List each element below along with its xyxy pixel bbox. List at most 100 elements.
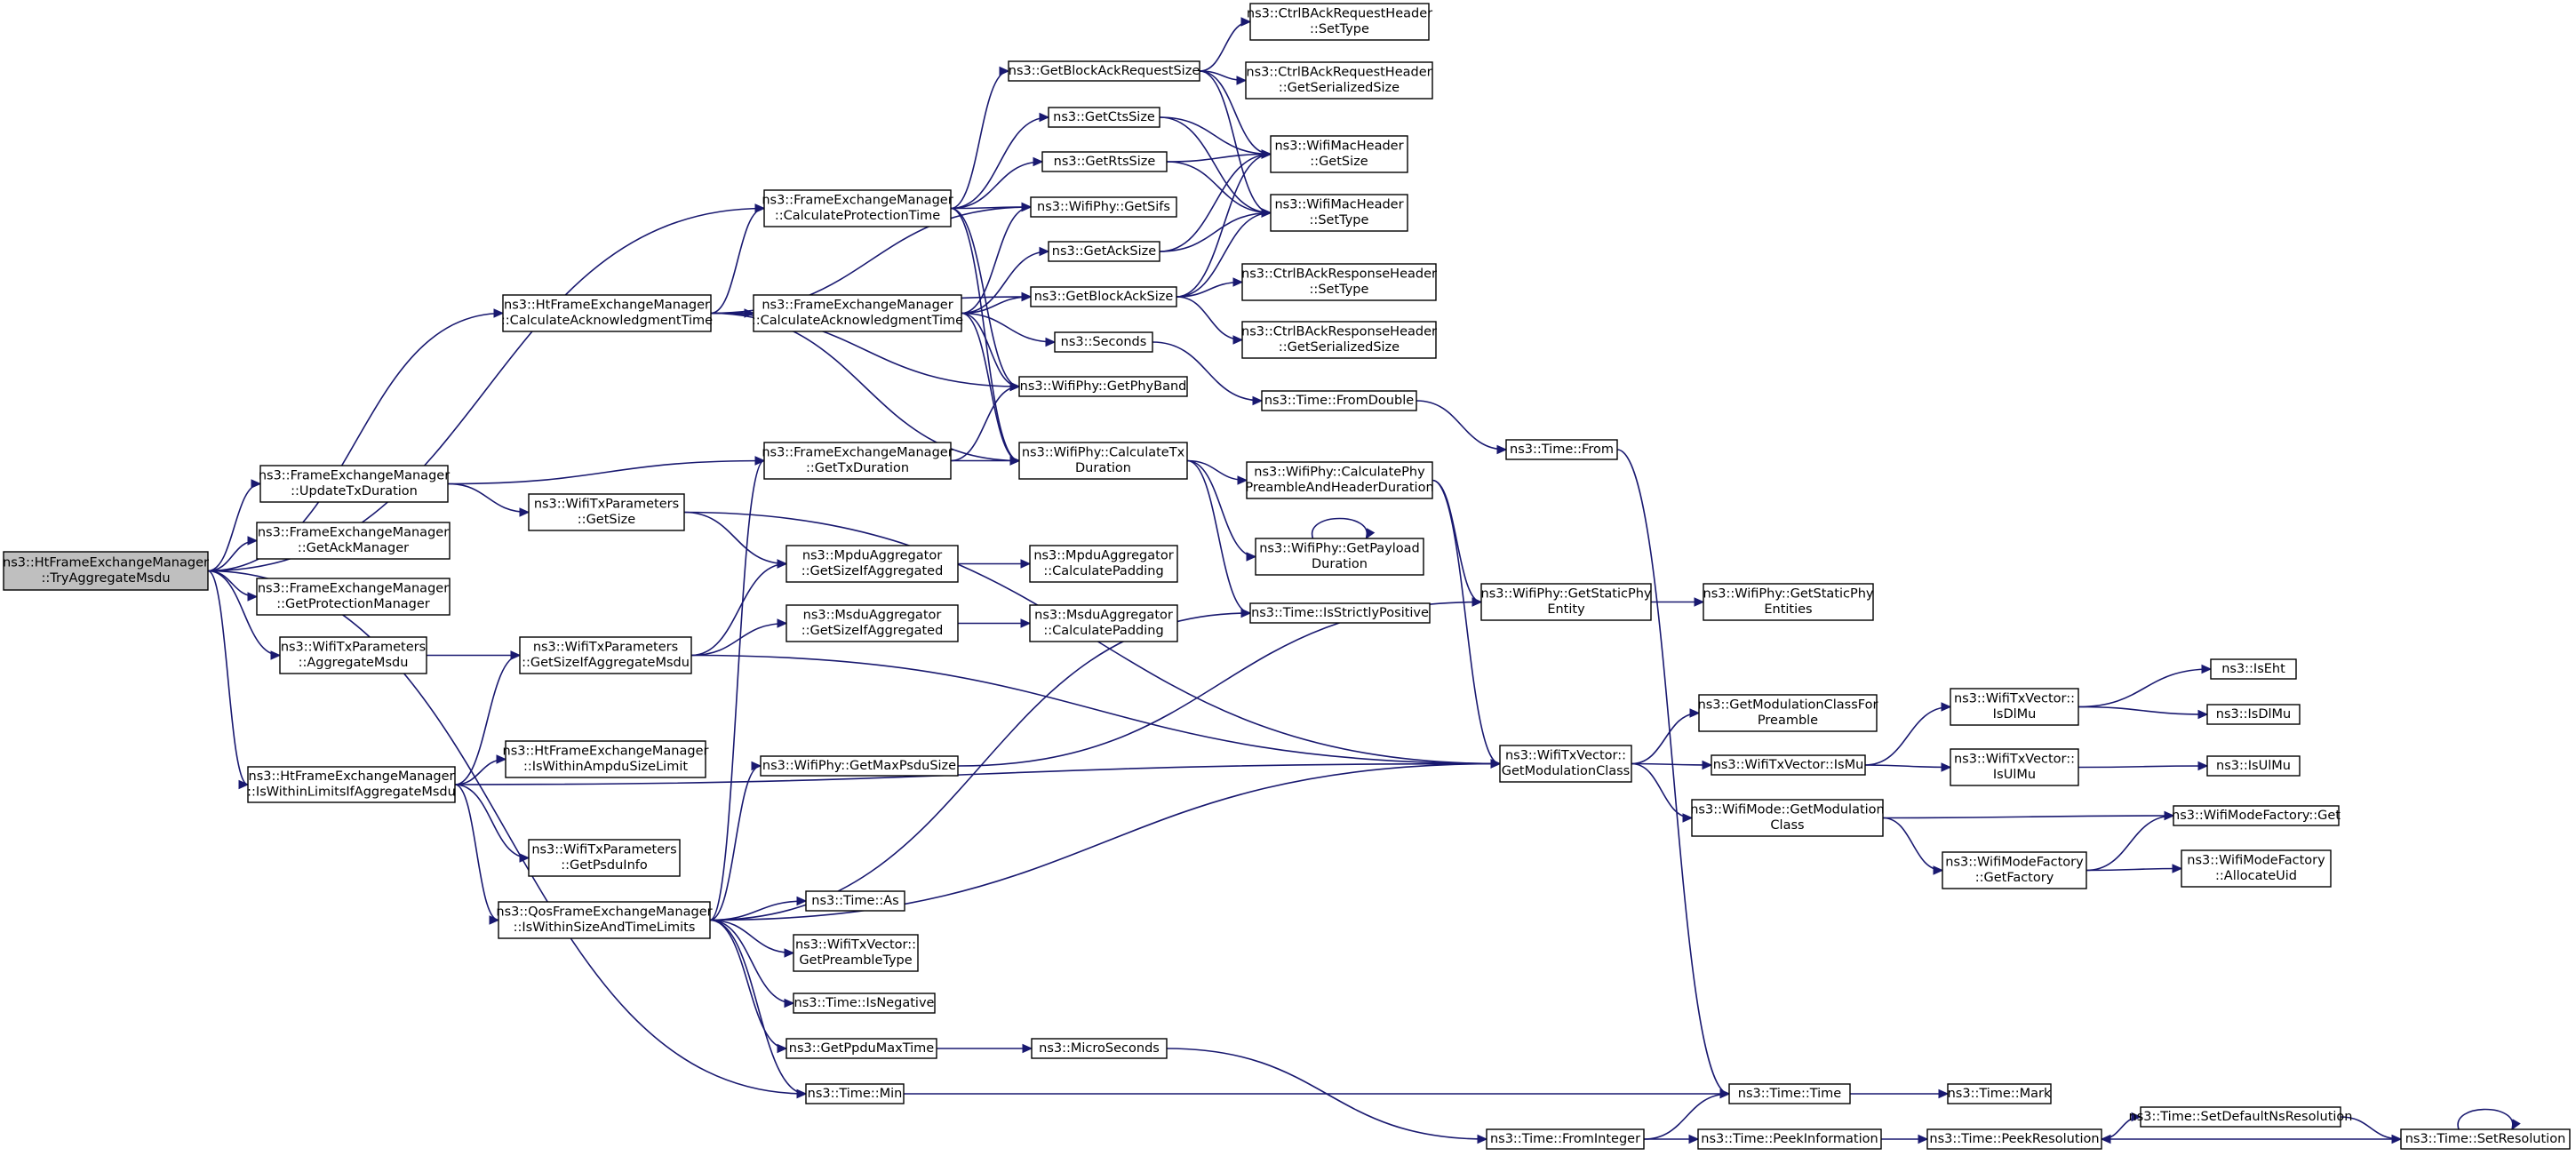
- node-baserial[interactable]: ns3::CtrlBAckResponseHeader::GetSerializ…: [1241, 321, 1437, 359]
- node-getfactory[interactable]: ns3::WifiModeFactory::GetFactory: [1942, 851, 2087, 889]
- node-box-seconds: [1054, 331, 1153, 353]
- edge-isdlmu-to-isdlmu2-arrowhead: [2197, 709, 2209, 720]
- node-getpsduinfo[interactable]: ns3::WifiTxParameters::GetPsduInfo: [528, 839, 681, 877]
- edge-calcphypre-to-staticphy: [1432, 479, 1482, 603]
- node-getbarsize[interactable]: ns3::GetBlockAckRequestSize: [1008, 60, 1200, 82]
- node-getphyband[interactable]: ns3::WifiPhy::GetPhyBand: [1018, 376, 1188, 397]
- node-label-updatetx: ns3::FrameExchangeManager: [259, 469, 450, 483]
- node-barsettype[interactable]: ns3::CtrlBAckRequestHeader::SetType: [1247, 3, 1432, 41]
- node-setres[interactable]: ns3::Time::SetResolution: [2400, 1128, 2571, 1150]
- node-macgetsize[interactable]: ns3::WifiMacHeader::GetSize: [1270, 135, 1408, 173]
- node-setdefres[interactable]: ns3::Time::SetDefaultNsResolution: [2129, 1106, 2353, 1128]
- edge-calcprot-to-getbarsize: [950, 70, 1009, 210]
- edge-getmodclass-to-modegetmod: [1631, 762, 1693, 819]
- node-getctssize[interactable]: ns3::GetCtsSize: [1048, 107, 1160, 128]
- node-basettype[interactable]: ns3::CtrlBAckResponseHeader::SetType: [1241, 263, 1437, 301]
- node-calcprot[interactable]: ns3::FrameExchangeManager::CalculateProt…: [762, 189, 953, 227]
- edge-getfactory-to-modefactget-arrowhead: [2164, 810, 2175, 821]
- node-mpduagg[interactable]: ns3::MpduAggregator::GetSizeIfAggregated: [786, 545, 959, 583]
- node-ismu[interactable]: ns3::WifiTxVector::IsMu: [1711, 754, 1866, 776]
- edge-fecalcack-to-getbasize-arrowhead: [1021, 291, 1033, 302]
- node-box-iseht: [2210, 658, 2297, 680]
- node-isdlmu2[interactable]: ns3::IsDlMu: [2206, 704, 2301, 725]
- node-label-getackmgr: ns3::FrameExchangeManager: [258, 526, 449, 540]
- node-msdupad[interactable]: ns3::MsduAggregator::CalculatePadding: [1029, 604, 1178, 642]
- edge-calcprot-to-getctssize: [950, 116, 1049, 210]
- node-aggmsdu[interactable]: ns3::WifiTxParameters::AggregateMsdu: [279, 636, 427, 674]
- node-allocuid[interactable]: ns3::WifiModeFactory::AllocateUid: [2181, 849, 2332, 888]
- node-withinampdu[interactable]: ns3::HtFrameExchangeManager::IsWithinAmp…: [503, 740, 709, 778]
- node-label-getmodclass: GetModulationClass: [1502, 764, 1630, 778]
- edge-qoswithin-to-timeas-arrowhead: [796, 896, 808, 906]
- node-gettxdur[interactable]: ns3::FrameExchangeManager::GetTxDuration: [762, 442, 953, 480]
- node-updatetx[interactable]: ns3::FrameExchangeManager::UpdateTxDurat…: [259, 465, 450, 503]
- node-microsec[interactable]: ns3::MicroSeconds: [1031, 1038, 1168, 1059]
- node-timemin[interactable]: ns3::Time::Min: [805, 1083, 905, 1104]
- node-qoswithin[interactable]: ns3::QosFrameExchangeManager::IsWithinSi…: [496, 901, 713, 939]
- node-isnegative[interactable]: ns3::Time::IsNegative: [793, 993, 936, 1014]
- node-modefactget[interactable]: ns3::WifiModeFactory::Get: [2172, 805, 2341, 826]
- edge-getbasize-to-macsettype-arrowhead: [1261, 208, 1272, 218]
- node-mpdupad[interactable]: ns3::MpduAggregator::CalculatePadding: [1029, 545, 1178, 583]
- node-macsettype[interactable]: ns3::WifiMacHeader::SetType: [1270, 194, 1408, 232]
- edge-isdlmu-to-iseht-arrowhead: [2201, 664, 2213, 674]
- node-getsizeagg[interactable]: ns3::WifiTxParameters::GetSizeIfAggregat…: [519, 636, 692, 674]
- node-getacksize[interactable]: ns3::GetAckSize: [1048, 241, 1160, 262]
- node-htcalcack[interactable]: ns3::HtFrameExchangeManager::CalculateAc…: [501, 294, 713, 332]
- edge-root-to-getackmgr-arrowhead: [247, 536, 259, 546]
- node-seconds[interactable]: ns3::Seconds: [1054, 331, 1153, 353]
- node-fromdouble[interactable]: ns3::Time::FromDouble: [1261, 390, 1417, 411]
- edge-calcprot-to-getbarsize-arrowhead: [999, 66, 1010, 76]
- node-box-isdlmu2: [2206, 704, 2301, 725]
- node-barserial[interactable]: ns3::CtrlBAckRequestHeader::GetSerialize…: [1245, 61, 1433, 100]
- node-timetime[interactable]: ns3::Time::Time: [1728, 1083, 1851, 1104]
- node-label-msduagg: ::GetSizeIfAggregated: [802, 624, 944, 638]
- edge-microsec-to-fromint-arrowhead: [1477, 1134, 1488, 1144]
- node-label-ismu: ns3::WifiTxVector::IsMu: [1713, 758, 1864, 772]
- node-fecalcack[interactable]: ns3::FrameExchangeManager::CalculateAckn…: [752, 294, 963, 332]
- node-timefrom[interactable]: ns3::Time::From: [1505, 439, 1618, 460]
- node-isdlmu[interactable]: ns3::WifiTxVector::IsDlMu: [1950, 688, 2079, 726]
- node-timeas[interactable]: ns3::Time::As: [805, 890, 905, 912]
- node-label-getrtssize: ns3::GetRtsSize: [1054, 155, 1156, 169]
- node-getprotmgr[interactable]: ns3::FrameExchangeManager::GetProtection…: [256, 578, 451, 616]
- node-withinlimits[interactable]: ns3::HtFrameExchangeManager::IsWithinLim…: [247, 766, 456, 803]
- edge-modegetmod-to-getfactory-arrowhead: [1933, 865, 1944, 875]
- node-label-seconds: ns3::Seconds: [1061, 335, 1147, 349]
- node-fromint[interactable]: ns3::Time::FromInteger: [1486, 1128, 1645, 1150]
- node-getmaxpsdu[interactable]: ns3::WifiPhy::GetMaxPsduSize: [760, 755, 959, 777]
- node-isulmu2[interactable]: ns3::IsUlMu: [2206, 755, 2301, 777]
- node-box-getfactory: [1942, 851, 2087, 889]
- node-box-macgetsize: [1270, 135, 1408, 173]
- node-txgetsize[interactable]: ns3::WifiTxParameters::GetSize: [528, 493, 685, 531]
- node-box-macsettype: [1270, 194, 1408, 232]
- node-msduagg[interactable]: ns3::MsduAggregator::GetSizeIfAggregated: [786, 604, 959, 642]
- node-timemark[interactable]: ns3::Time::Mark: [1947, 1083, 2052, 1104]
- node-getppdumax[interactable]: ns3::GetPpduMaxTime: [786, 1038, 937, 1059]
- edge-getmodclass-to-modclasspre-arrowhead: [1689, 708, 1701, 718]
- node-getrtssize[interactable]: ns3::GetRtsSize: [1041, 151, 1168, 172]
- node-peekinfo[interactable]: ns3::Time::PeekInformation: [1697, 1128, 1882, 1150]
- node-strictpos[interactable]: ns3::Time::IsStrictlyPositive: [1249, 602, 1431, 624]
- node-getbasize[interactable]: ns3::GetBlockAckSize: [1030, 286, 1177, 307]
- node-label-modefactget: ns3::WifiModeFactory::Get: [2172, 809, 2341, 823]
- node-root[interactable]: ns3::HtFrameExchangeManager::TryAggregat…: [3, 551, 209, 591]
- node-getmodclass[interactable]: ns3::WifiTxVector::GetModulationClass: [1499, 745, 1632, 783]
- node-iseht[interactable]: ns3::IsEht: [2210, 658, 2297, 680]
- node-calcphypre[interactable]: ns3::WifiPhy::CalculatePhyPreambleAndHea…: [1245, 461, 1434, 499]
- node-getpreamble[interactable]: ns3::WifiTxVector::GetPreambleType: [793, 934, 919, 972]
- node-label-getfactory: ::GetFactory: [1975, 871, 2054, 885]
- node-label-mpdupad: ::CalculatePadding: [1043, 564, 1163, 578]
- node-peekres[interactable]: ns3::Time::PeekResolution: [1926, 1128, 2102, 1150]
- node-isulmu[interactable]: ns3::WifiTxVector::IsUlMu: [1950, 748, 2079, 786]
- node-box-staticphies: [1703, 583, 1874, 621]
- node-getackmgr[interactable]: ns3::FrameExchangeManager::GetAckManager: [256, 522, 451, 560]
- call-nodes: ns3::HtFrameExchangeManager::TryAggregat…: [3, 3, 2571, 1150]
- node-getsifs[interactable]: ns3::WifiPhy::GetSifs: [1030, 196, 1177, 218]
- node-modegetmod[interactable]: ns3::WifiMode::GetModulationClass: [1690, 799, 1885, 837]
